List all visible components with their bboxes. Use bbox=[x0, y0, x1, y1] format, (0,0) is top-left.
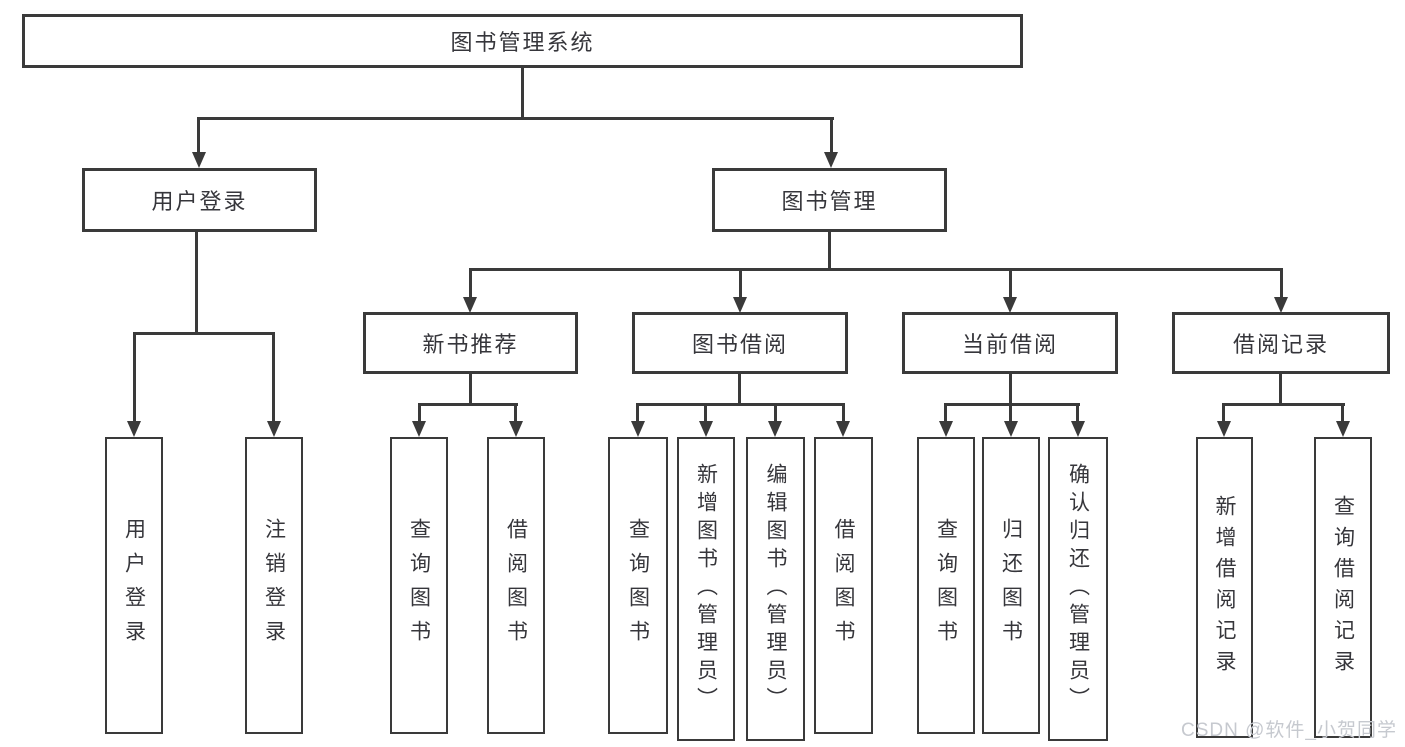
arrow-down-icon bbox=[412, 421, 426, 437]
node-label: 当前借阅 bbox=[961, 332, 1058, 357]
leaf-query-borrow-record: 查询借阅记录 bbox=[1314, 437, 1372, 738]
connector-drop-leaf bbox=[774, 403, 777, 424]
leaf-borrow-books-recommend: 借阅图书 bbox=[487, 437, 545, 734]
connector-root-bar bbox=[197, 117, 834, 120]
leaf-return-book: 归还图书 bbox=[982, 437, 1040, 734]
connector-drop-level3 bbox=[1009, 268, 1012, 300]
leaf-label: 查询借阅记录 bbox=[1331, 494, 1355, 681]
connector-drop-book-mgmt bbox=[830, 117, 833, 155]
arrow-down-icon bbox=[463, 297, 477, 313]
node-label: 新书推荐 bbox=[422, 332, 519, 357]
node-borrowing-records: 借阅记录 bbox=[1172, 312, 1390, 374]
leaf-logout: 注销登录 bbox=[245, 437, 303, 734]
connector-drop-leaf bbox=[842, 403, 845, 424]
connector-drop-leaf bbox=[133, 332, 136, 422]
connector-drop-leaf bbox=[636, 403, 639, 424]
leaf-label: 注销登录 bbox=[262, 517, 286, 654]
connector-drop-leaf bbox=[1076, 403, 1079, 424]
connector-drop-leaf bbox=[418, 403, 421, 424]
arrow-down-icon bbox=[1003, 297, 1017, 313]
leaf-query-books-recommend: 查询图书 bbox=[390, 437, 448, 734]
node-book-management: 图书管理 bbox=[712, 168, 947, 232]
connector-group-bar bbox=[637, 403, 845, 406]
connector-user-login-stub bbox=[195, 230, 198, 335]
leaf-borrow-books: 借阅图书 bbox=[814, 437, 873, 734]
node-label: 图书借阅 bbox=[691, 332, 788, 357]
connector-book-mgmt-bar bbox=[469, 268, 1283, 271]
node-user-login: 用户登录 bbox=[82, 168, 317, 232]
arrow-down-icon bbox=[1336, 421, 1350, 437]
arrow-down-icon bbox=[1217, 421, 1231, 437]
connector-group-stub bbox=[469, 374, 472, 405]
connector-drop-level3 bbox=[1280, 268, 1283, 300]
node-label: 图书管理系统 bbox=[450, 30, 595, 55]
arrow-down-icon bbox=[836, 421, 850, 437]
connector-group-bar bbox=[944, 403, 1080, 406]
leaf-confirm-return-admin: 确认归还（管理员） bbox=[1048, 437, 1108, 741]
connector-drop-level3 bbox=[469, 268, 472, 300]
arrow-down-icon bbox=[939, 421, 953, 437]
arrow-down-icon bbox=[1071, 421, 1085, 437]
connector-group-stub bbox=[1279, 374, 1282, 405]
arrow-down-icon bbox=[267, 421, 281, 437]
connector-drop-leaf bbox=[1009, 403, 1012, 424]
arrow-down-icon bbox=[768, 421, 782, 437]
connector-drop-leaf bbox=[944, 403, 947, 424]
node-new-book-recommend: 新书推荐 bbox=[363, 312, 578, 374]
node-label: 图书管理 bbox=[781, 189, 878, 214]
arrow-down-icon bbox=[127, 421, 141, 437]
node-current-borrowing: 当前借阅 bbox=[902, 312, 1118, 374]
connector-drop-leaf bbox=[1222, 403, 1225, 424]
connector-drop-level3 bbox=[739, 268, 742, 300]
leaf-query-books-current: 查询图书 bbox=[917, 437, 975, 734]
connector-group-bar bbox=[1222, 403, 1345, 406]
leaf-label: 借阅图书 bbox=[832, 517, 855, 654]
connector-drop-user-login bbox=[197, 117, 200, 155]
leaf-label: 新增图书（管理员） bbox=[694, 463, 718, 715]
connector-user-login-bar bbox=[133, 332, 275, 335]
leaf-query-books-borrow: 查询图书 bbox=[608, 437, 668, 734]
connector-drop-leaf bbox=[1341, 403, 1344, 424]
leaf-label: 确认归还（管理员） bbox=[1066, 463, 1090, 715]
leaf-label: 编辑图书（管理员） bbox=[764, 463, 787, 715]
leaf-add-book-admin: 新增图书（管理员） bbox=[677, 437, 735, 741]
connector-drop-leaf bbox=[272, 332, 275, 422]
connector-group-stub bbox=[738, 374, 741, 405]
arrow-down-icon bbox=[1274, 297, 1288, 313]
arrow-down-icon bbox=[699, 421, 713, 437]
leaf-label: 查询图书 bbox=[407, 517, 431, 654]
node-label: 借阅记录 bbox=[1232, 332, 1329, 357]
leaf-label: 新增借阅记录 bbox=[1213, 494, 1236, 681]
connector-root-stub bbox=[521, 66, 524, 120]
connector-drop-leaf bbox=[514, 403, 517, 424]
leaf-label: 归还图书 bbox=[999, 517, 1023, 654]
arrow-down-icon bbox=[631, 421, 645, 437]
connector-group-stub bbox=[1009, 374, 1012, 405]
leaf-label: 查询图书 bbox=[626, 517, 650, 654]
arrow-down-icon bbox=[1004, 421, 1018, 437]
connector-book-mgmt-stub bbox=[828, 232, 831, 270]
arrow-down-icon bbox=[733, 297, 747, 313]
leaf-label: 用户登录 bbox=[122, 517, 146, 654]
connector-drop-leaf bbox=[704, 403, 707, 424]
leaf-edit-book-admin: 编辑图书（管理员） bbox=[746, 437, 805, 741]
connector-group-bar bbox=[418, 403, 518, 406]
node-book-borrowing: 图书借阅 bbox=[632, 312, 848, 374]
arrow-down-icon bbox=[192, 152, 206, 168]
csdn-watermark: CSDN @软件_小贺同学 bbox=[1181, 720, 1397, 741]
arrow-down-icon bbox=[509, 421, 523, 437]
arrow-down-icon bbox=[824, 152, 838, 168]
leaf-add-borrow-record: 新增借阅记录 bbox=[1196, 437, 1253, 738]
leaf-user-login: 用户登录 bbox=[105, 437, 163, 734]
leaf-label: 查询图书 bbox=[934, 517, 958, 654]
leaf-label: 借阅图书 bbox=[504, 517, 528, 654]
node-root-library-system: 图书管理系统 bbox=[22, 14, 1023, 68]
node-label: 用户登录 bbox=[151, 189, 248, 214]
